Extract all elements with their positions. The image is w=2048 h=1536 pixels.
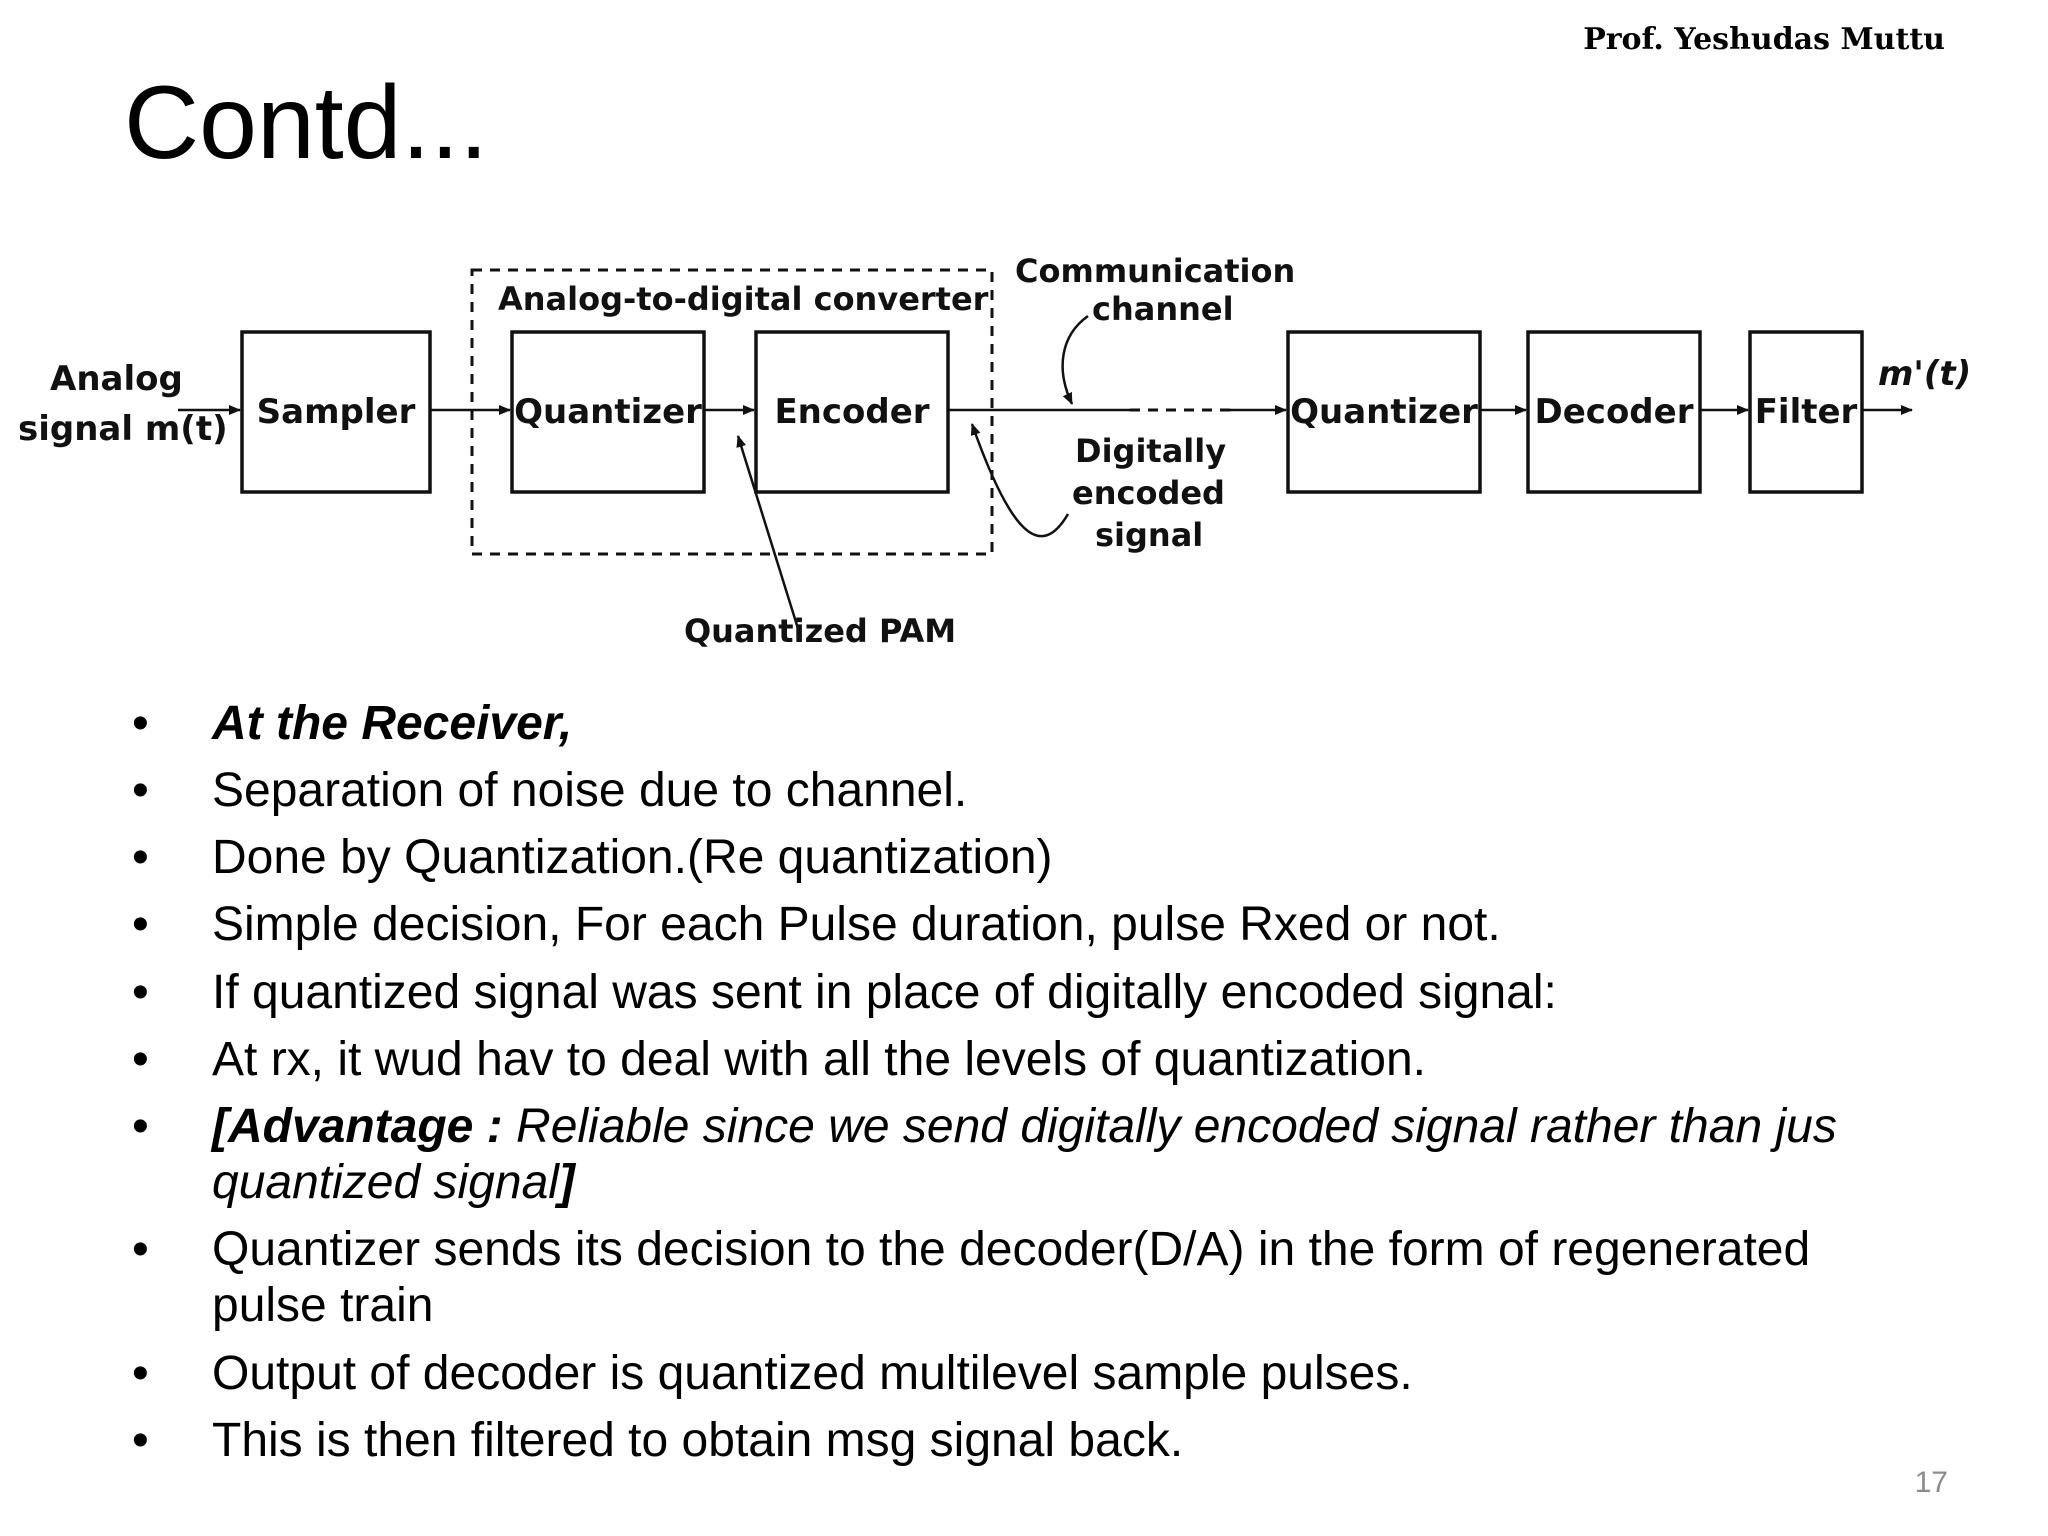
bullet-text: Done by Quantization.(Re quantization) [212, 831, 1053, 885]
bullet-text: This is then filtered to obtain msg sign… [212, 1413, 1184, 1467]
bullet-dot: • [132, 1223, 149, 1277]
sampler-block [240, 330, 432, 494]
bullet-item: • Quantizer sends its decision to the dec… [128, 1222, 1928, 1334]
bullet-text: Simple decision, For each Pulse duration… [212, 898, 1501, 952]
input-label-analog: Analog [50, 359, 183, 399]
channel-pointer [1061, 314, 1089, 405]
bullet-dot: • [132, 1032, 149, 1086]
filter-block [1748, 330, 1864, 494]
slide-title: Contd... [124, 65, 489, 181]
input-label-signal: signal m(t) [18, 409, 228, 449]
bullet-dot: • [132, 831, 149, 885]
digital-label-1: Digitally [1075, 432, 1226, 470]
bullet-text: Separation of noise due to channel. [212, 764, 968, 818]
author-name: Prof. Yeshudas Muttu [1583, 22, 1945, 57]
quantizer-tx-label: Quantizer [514, 392, 702, 432]
quantizer-rx-block [1286, 330, 1482, 494]
bullet-heading: At the Receiver, [212, 697, 573, 750]
bullet-dot: • [132, 898, 149, 952]
output-label: m'(t) [1878, 354, 1971, 394]
adc-dashed-boundary [470, 268, 994, 556]
bullet-item: • At the Receiver, [128, 696, 1928, 752]
bullet-dot: • [132, 1099, 149, 1153]
bullet-text: Quantizer sends its decision to the deco… [212, 1223, 1811, 1333]
bullet-item: • Separation of noise due to channel. [128, 763, 1928, 819]
quantizer-tx-block [510, 330, 706, 494]
pcm-block-diagram: Analog signal m(t) Sampler Analog-to-dig… [18, 252, 1971, 650]
bullet-text: Output of decoder is quantized multileve… [212, 1346, 1413, 1400]
quantized-pam-label: Quantized PAM [684, 612, 956, 650]
digital-signal-pointer [970, 423, 1070, 538]
adc-label: Analog-to-digital converter [498, 280, 989, 318]
advantage-close-bracket: ] [558, 1156, 575, 1210]
bullet-dot: • [132, 965, 149, 1019]
decoder-label: Decoder [1535, 392, 1694, 432]
quantized-pam-pointer [736, 435, 802, 636]
bullet-item: • Simple decision, For each Pulse duratio… [128, 897, 1928, 953]
bullet-item: • This is then filtered to obtain msg sig… [128, 1413, 1928, 1469]
page-number: 17 [1914, 1466, 1948, 1499]
bullet-dot: • [132, 697, 149, 750]
bullet-dot: • [132, 1413, 149, 1467]
filter-label: Filter [1755, 392, 1858, 432]
bullet-text: At rx, it wud hav to deal with all the l… [212, 1032, 1426, 1086]
encoder-block [754, 330, 950, 494]
digital-label-3: signal [1095, 516, 1203, 554]
advantage-prefix: [Advantage : [212, 1099, 517, 1153]
encoder-label: Encoder [774, 392, 929, 432]
bullet-dot: • [132, 764, 149, 818]
channel-label-communication: Communication [1015, 252, 1295, 290]
sampler-label: Sampler [257, 392, 416, 432]
bullet-dot: • [132, 1346, 149, 1400]
bullet-item-advantage: • [Advantage : Reliable since we send dig… [128, 1099, 1928, 1211]
advantage-text: Reliable since we send digitally encoded… [212, 1099, 1837, 1210]
bullet-item: • Output of decoder is quantized multilev… [128, 1346, 1928, 1402]
bullet-text: If quantized signal was sent in place of… [212, 965, 1557, 1019]
channel-label-channel: channel [1092, 290, 1234, 328]
digital-label-2: encoded [1072, 474, 1225, 512]
quantizer-rx-label: Quantizer [1290, 392, 1478, 432]
bullet-list: • At the Receiver, • Separation of noise d… [128, 696, 1928, 1480]
bullet-item: • If quantized signal was sent in place o… [128, 965, 1928, 1021]
bullet-item: • Done by Quantization.(Re quantization) [128, 830, 1928, 886]
decoder-block [1526, 330, 1702, 494]
bullet-item: • At rx, it wud hav to deal with all the … [128, 1032, 1928, 1088]
